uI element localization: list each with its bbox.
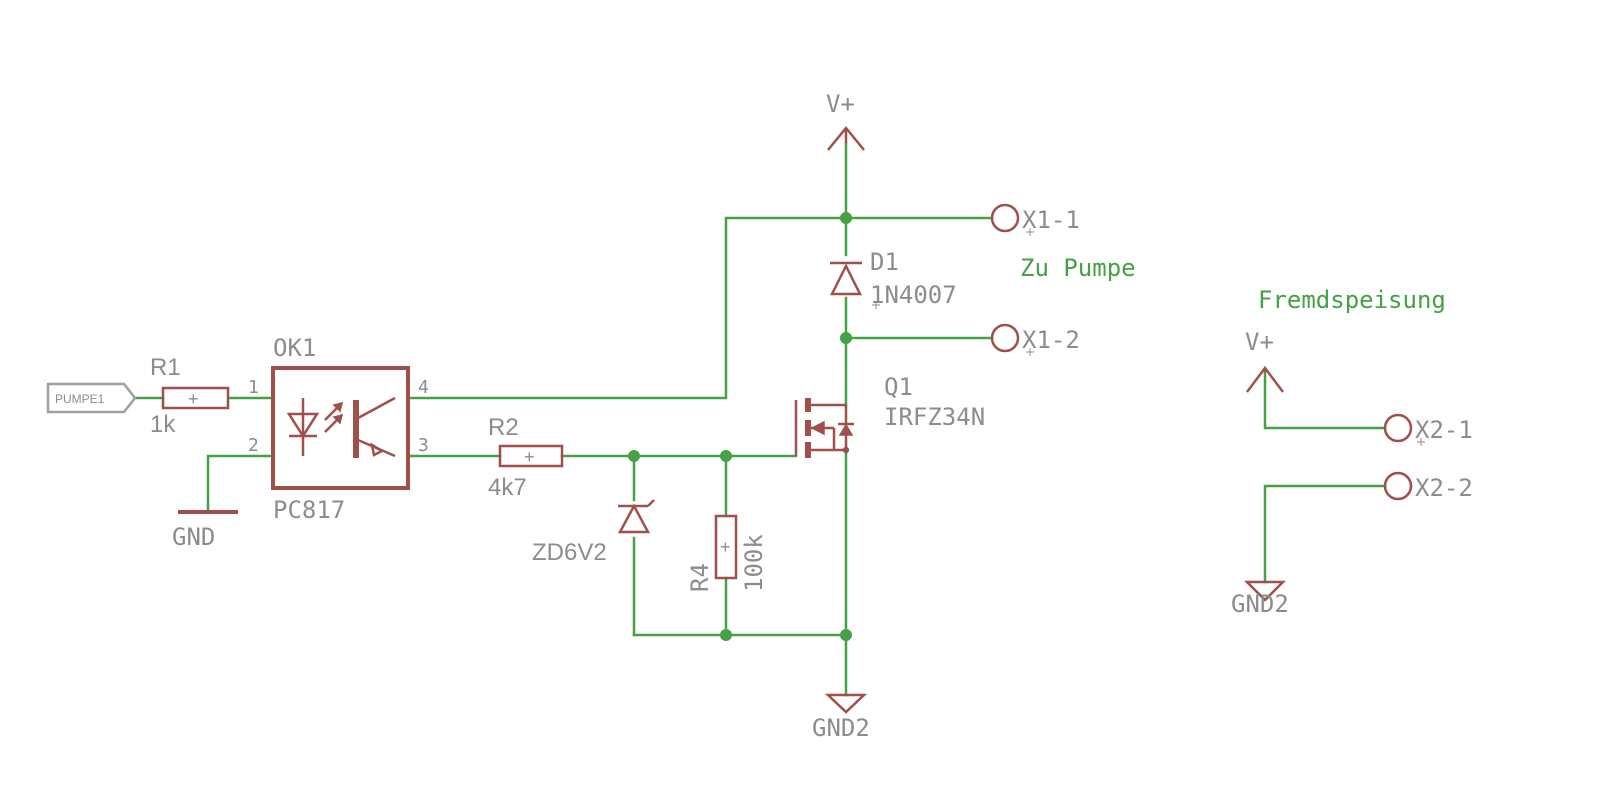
x1-2-label: X1-2	[1022, 326, 1080, 354]
d1-value: 1N4007	[870, 281, 957, 309]
connector-x2-1: X2-1	[1383, 413, 1473, 446]
r2-value: 4k7	[488, 474, 527, 501]
d1-name: D1	[870, 248, 899, 276]
vplus-main-symbol: V+	[826, 90, 865, 151]
junctions	[628, 212, 852, 641]
zener-value: ZD6V2	[532, 539, 607, 566]
ok1-pin-2: 2	[248, 435, 259, 456]
r4-mark: +	[720, 537, 731, 557]
resistor-r2: + R2 4k7	[488, 414, 564, 501]
gnd2-ext-symbol: GND2	[1231, 580, 1289, 618]
resistor-r4: + R4 100k	[686, 514, 768, 592]
r2-mark: +	[524, 447, 535, 467]
gnd2-main-symbol: GND2	[812, 693, 870, 742]
ok1-pin-1: 1	[248, 377, 259, 398]
x2-1-label: X2-1	[1415, 416, 1473, 444]
resistor-r1: + R1 1k	[150, 354, 230, 438]
ok1-name: OK1	[273, 334, 316, 362]
gnd2-main-label: GND2	[812, 714, 870, 742]
vplus-ext-symbol: V+	[1245, 328, 1284, 393]
vplus-main-label: V+	[826, 90, 855, 118]
gnd-label: GND	[172, 523, 215, 551]
junction-source	[840, 629, 852, 641]
optocoupler-ok1: 1 2 3 4 OK1 PC817	[248, 334, 429, 524]
diode-d1: D1 1N4007	[829, 248, 957, 309]
connector-x1-1: X1-1	[990, 203, 1080, 236]
connector-x2-2: X2-2	[1383, 471, 1473, 502]
mosfet-q1: Q1 IRFZ34N	[794, 373, 985, 458]
junction-zener	[628, 450, 640, 462]
x1-1-label: X1-1	[1022, 206, 1080, 234]
zener-diode: ZD6V2	[532, 499, 655, 566]
gnd2-ext-label: GND2	[1231, 590, 1289, 618]
q1-name: Q1	[884, 373, 913, 401]
q1-value: IRFZ34N	[884, 403, 985, 431]
vplus-ext-label: V+	[1245, 328, 1274, 356]
ok1-pin-3: 3	[418, 435, 429, 456]
ok1-pin-4: 4	[418, 377, 429, 398]
input-port-label: PUMPE1	[55, 392, 105, 406]
junction-bottom-zener	[720, 629, 732, 641]
note-zu-pumpe: Zu Pumpe	[1020, 254, 1136, 282]
x2-2-label: X2-2	[1415, 474, 1473, 502]
r1-name: R1	[150, 354, 181, 381]
connector-x1-2: X1-2	[990, 323, 1080, 356]
wires	[133, 141, 1387, 697]
r1-value: 1k	[150, 411, 176, 438]
r4-name: R4	[686, 563, 714, 592]
junction-vplus	[840, 212, 852, 224]
ok1-value: PC817	[273, 496, 345, 524]
r4-value: 100k	[740, 534, 768, 592]
junction-x1-2	[840, 332, 852, 344]
r2-name: R2	[488, 414, 519, 441]
note-fremdspeisung: Fremdspeisung	[1258, 286, 1446, 314]
r1-mark: +	[188, 389, 199, 409]
gnd-symbol: GND	[172, 510, 238, 551]
input-port-pumpe1: PUMPE1	[46, 382, 137, 414]
junction-gate	[720, 450, 732, 462]
